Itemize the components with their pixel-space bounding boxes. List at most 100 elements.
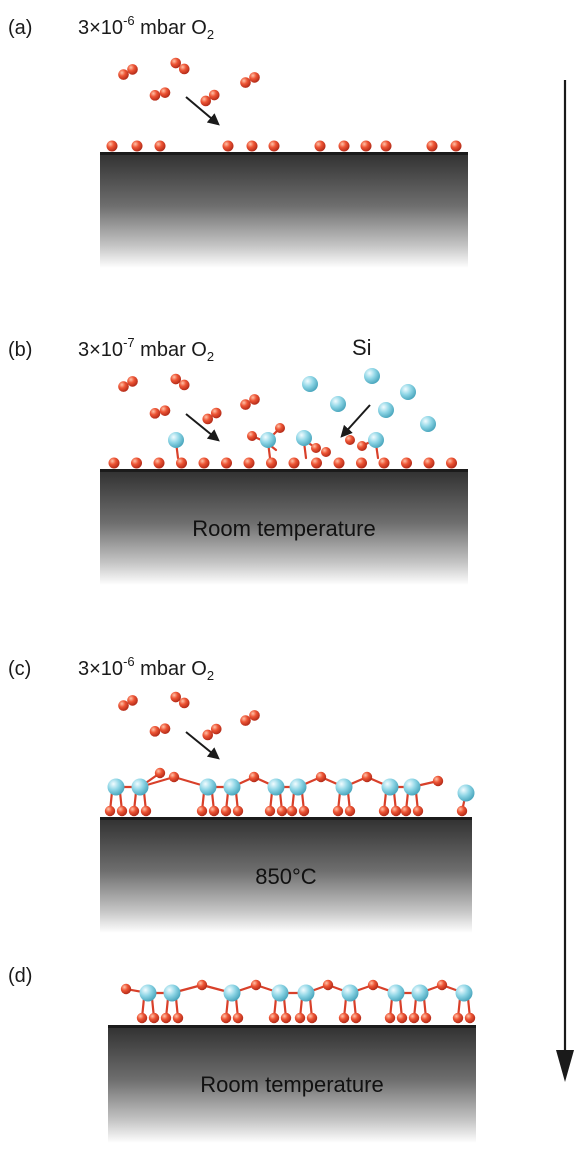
oxygen-atom (280, 1012, 292, 1024)
oxygen-atom (210, 723, 222, 735)
substrate-c: 850°C (100, 817, 472, 933)
panel-b-pressure: 3×10-7 mbar O2 (78, 335, 215, 364)
oxygen-atom (148, 1012, 160, 1024)
oxygen-atom (345, 435, 355, 445)
silicon-label: Si (352, 335, 372, 360)
oxygen-atom (426, 140, 438, 152)
silicon-atom (368, 432, 384, 448)
oxygen-atom (159, 723, 171, 734)
substrate-b: Room temperature (100, 469, 468, 585)
silicon-atom (168, 432, 184, 448)
oxygen-atom (108, 457, 120, 469)
silicon-atom (199, 778, 217, 796)
silicon-atom (223, 984, 241, 1002)
oxygen-atom (464, 1012, 476, 1024)
oxygen-atom (240, 715, 251, 726)
oxygen-atom (104, 805, 116, 817)
oxygen-atom (118, 69, 129, 80)
silicon-atom (411, 984, 429, 1002)
oxygen-atom (452, 1012, 464, 1024)
silicon-atom (403, 778, 421, 796)
oxygen-atom (246, 140, 258, 152)
substrate-d: Room temperature (108, 1025, 476, 1143)
substrate-d-text: Room temperature (200, 1072, 384, 1097)
silicon-atom (455, 984, 473, 1002)
oxygen-atom (172, 1012, 184, 1024)
silicon-atom (139, 984, 157, 1002)
oxygen-atom (178, 697, 190, 709)
oxygen-atom (208, 89, 220, 101)
oxygen-atom (288, 457, 300, 469)
oxygen-atom (140, 805, 152, 817)
silicon-atom (381, 778, 399, 796)
oxygen-atom (178, 379, 190, 391)
oxygen-atom (118, 700, 129, 711)
oxygen-atom (356, 457, 367, 469)
oxygen-atom (384, 1012, 396, 1024)
oxygen-atom (178, 63, 190, 75)
oxygen-atom (408, 1012, 420, 1024)
adsorption-arrow (185, 731, 220, 760)
oxygen-atom (420, 1012, 432, 1024)
oxygen-atom (221, 457, 232, 469)
oxygen-atom (450, 140, 462, 152)
oxygen-atom (250, 979, 262, 991)
oxygen-atom (401, 457, 412, 469)
oxygen-atom (136, 1012, 148, 1024)
oxygen-atom (170, 691, 182, 703)
oxygen-atom (249, 72, 260, 83)
oxygen-atom (378, 457, 390, 469)
oxygen-atom (378, 805, 390, 817)
oxygen-atom (249, 710, 260, 721)
oxygen-atom (116, 805, 128, 817)
oxygen-atom (264, 805, 276, 817)
oxygen-atom (380, 140, 392, 152)
oxygen-atom (198, 457, 210, 469)
oxygen-atom (106, 140, 118, 152)
oxygen-atom (321, 447, 331, 457)
silicon-atom (260, 432, 276, 448)
oxygen-atom (154, 767, 166, 779)
silicon-atom (400, 384, 416, 400)
oxygen-atom (306, 1012, 318, 1024)
panel-c-label: (c) (8, 658, 32, 680)
substrate-c-text: 850°C (255, 864, 317, 889)
process-flow-arrow-head (556, 1050, 574, 1082)
oxygen-atom (240, 77, 251, 88)
oxygen-atom (396, 1012, 408, 1024)
oxygen-atom (131, 457, 142, 469)
oxygen-atom (423, 457, 435, 469)
oxygen-atom (168, 771, 180, 783)
oxygen-atom (333, 457, 345, 469)
silicon-atom (387, 984, 405, 1002)
oxygen-atom (170, 373, 182, 385)
oxygen-atom (127, 64, 138, 75)
oxygen-atom (210, 407, 222, 419)
oxygen-atom (222, 140, 234, 152)
silicon-atom (289, 778, 307, 796)
panel-a-label: (a) (8, 17, 33, 39)
oxygen-atom (350, 1012, 362, 1024)
adsorption-arrow (185, 413, 220, 442)
oxygen-atom (446, 457, 457, 469)
oxygen-atom (432, 775, 444, 787)
silicon-atom (341, 984, 359, 1002)
oxygen-atom (159, 87, 171, 98)
substrate-a (100, 152, 468, 268)
oxygen-atom (390, 805, 402, 817)
oxygen-atom (208, 805, 220, 817)
oxygen-atom (367, 979, 379, 991)
oxygen-atom (232, 805, 244, 817)
oxygen-atom (128, 805, 140, 817)
oxygen-atom (314, 140, 326, 152)
oxygen-atom (240, 399, 251, 410)
silicon-atom (163, 984, 181, 1002)
oxygen-atom (159, 405, 171, 416)
oxygen-atom (361, 771, 373, 783)
oxygen-atom (154, 140, 166, 152)
oxygen-atom (149, 726, 161, 737)
oxygen-atom (268, 1012, 280, 1024)
silicon-atom (223, 778, 241, 796)
oxygen-atom (344, 805, 356, 817)
